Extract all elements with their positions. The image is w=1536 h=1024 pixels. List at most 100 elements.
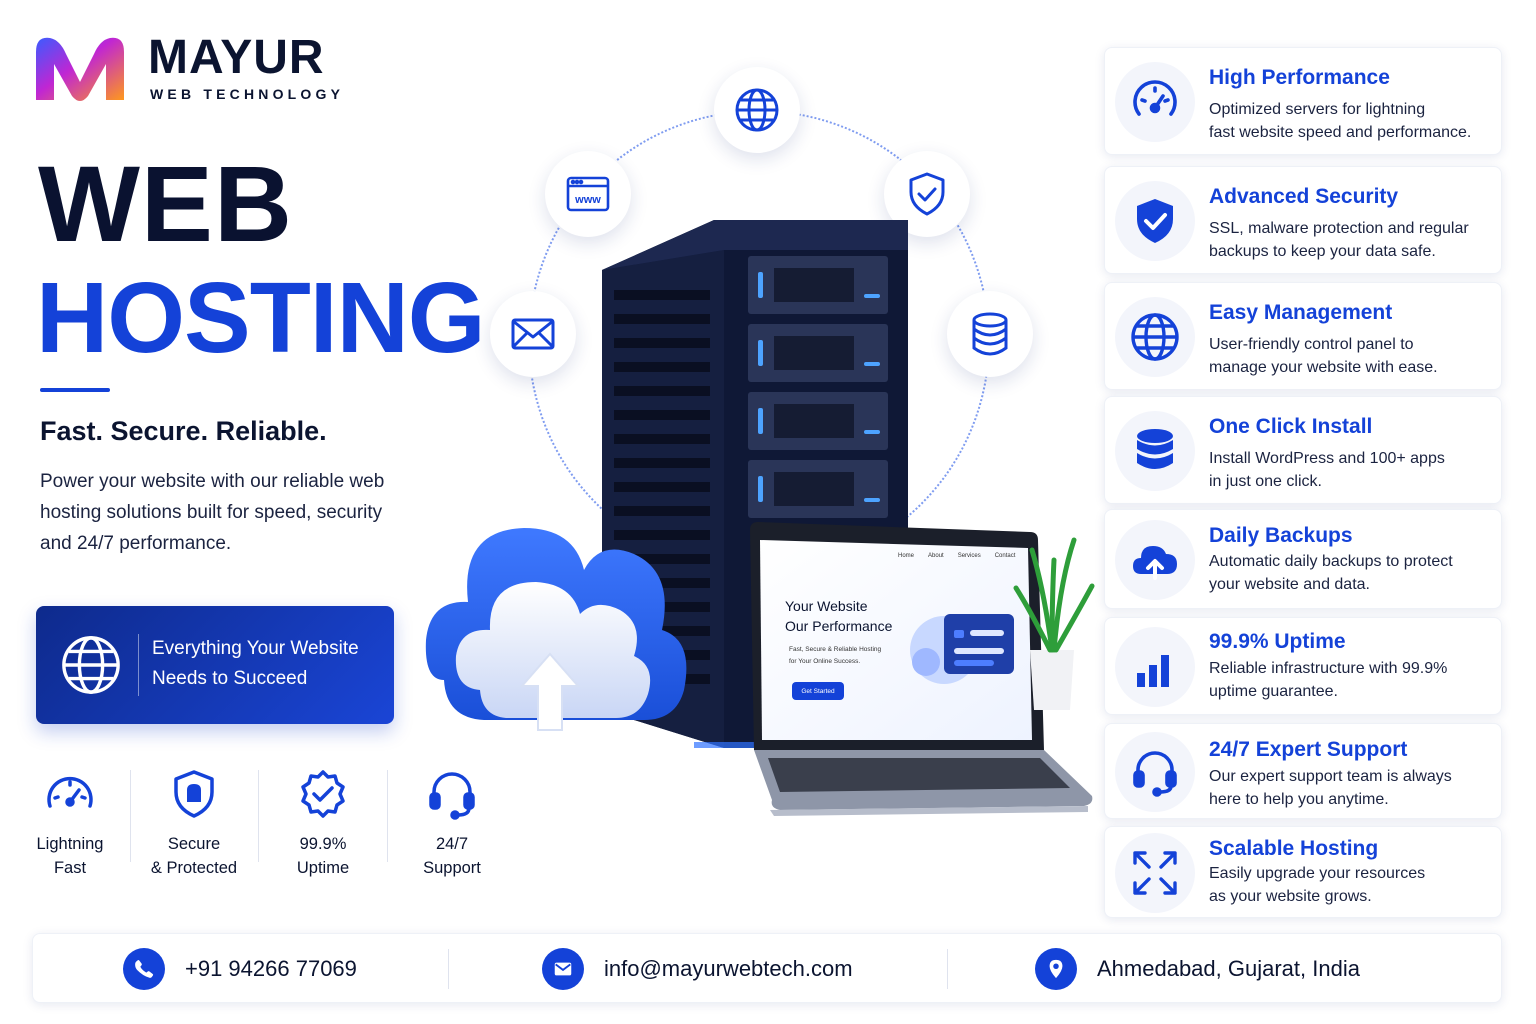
feature-card-performance: High Performance Optimized servers for l…	[1104, 47, 1502, 155]
mini-label-1: 99.9%	[299, 835, 347, 853]
cta-divider	[138, 634, 139, 696]
contact-email-text: info@mayurwebtech.com	[604, 956, 853, 981]
feature-title: Scalable Hosting	[1209, 837, 1379, 860]
contact-location-text: Ahmedabad, Gujarat, India	[1097, 956, 1360, 981]
feature-desc-line-1: Automatic daily backups to protect	[1209, 553, 1453, 570]
headset-icon	[1133, 751, 1177, 797]
mini-feature-lightning: Lightning Fast	[15, 768, 125, 880]
expand-icon	[1133, 851, 1177, 895]
feature-card-scalable: Scalable Hosting Easily upgrade your res…	[1104, 826, 1502, 918]
card-icon-wrap	[1115, 62, 1195, 142]
server-units	[748, 256, 888, 518]
mini-feature-uptime: 99.9% Uptime	[268, 768, 378, 880]
orbit-bubble-mail	[490, 291, 576, 377]
feature-card-uptime: 99.9% Uptime Reliable infrastructure wit…	[1104, 617, 1502, 715]
feature-desc-line-2: in just one click.	[1209, 473, 1322, 490]
card-icon-wrap	[1115, 833, 1195, 913]
feature-desc-line-2: here to help you anytime.	[1209, 791, 1389, 808]
feature-description: Automatic daily backups to protect your …	[1209, 550, 1494, 596]
feature-description: Easily upgrade your resources as your we…	[1209, 862, 1494, 908]
shield-check-icon	[1137, 199, 1173, 243]
card-icon-wrap	[1115, 520, 1195, 600]
feature-description: User-friendly control panel to manage yo…	[1209, 333, 1494, 379]
phone-icon	[135, 959, 154, 978]
mail-icon-wrap	[542, 948, 584, 990]
laptop-nav-about: About	[928, 553, 944, 559]
mini-label-2: Support	[423, 859, 481, 877]
feature-description: Install WordPress and 100+ apps in just …	[1209, 447, 1494, 493]
location-icon-wrap	[1035, 948, 1077, 990]
globe-icon	[1131, 313, 1179, 361]
mini-label-1: Lightning	[36, 835, 104, 853]
feature-title: Daily Backups	[1209, 524, 1353, 547]
contact-divider	[448, 949, 449, 989]
feature-desc-line-1: SSL, malware protection and regular	[1209, 220, 1469, 237]
cta-banner[interactable]: Everything Your Website Needs to Succeed	[36, 606, 394, 724]
mini-label-2: Uptime	[296, 859, 350, 877]
laptop-get-started-button: Get Started	[792, 682, 844, 700]
bar-chart-icon	[1137, 655, 1169, 687]
cta-line-2: Needs to Succeed	[152, 668, 308, 689]
feature-card-support: 24/7 Expert Support Our expert support t…	[1104, 723, 1502, 819]
card-icon-wrap	[1115, 732, 1195, 812]
card-icon-wrap	[1115, 411, 1195, 491]
feature-description: Reliable infrastructure with 99.9% uptim…	[1209, 657, 1494, 703]
database-icon	[1137, 429, 1173, 469]
brand-name: MAYUR	[148, 31, 325, 84]
phone-icon-wrap	[123, 948, 165, 990]
feature-desc-line-2: manage your website with ease.	[1209, 359, 1438, 376]
laptop-nav-home: Home	[898, 553, 915, 559]
mini-feature-secure: Secure & Protected	[139, 768, 249, 880]
mini-feature-support: 24/7 Support	[397, 768, 507, 880]
brand-subtitle: WEB TECHNOLOGY	[150, 86, 345, 102]
laptop-screen-sub: Fast, Secure & Reliable Hosting for Your…	[789, 644, 881, 668]
badge-check-icon	[301, 770, 345, 818]
orbit-bubble-globe	[714, 67, 800, 153]
plant-graphic	[1013, 537, 1095, 710]
card-icon-wrap	[1115, 627, 1195, 707]
speedometer-icon	[47, 776, 93, 808]
headline-hosting: HOSTING	[36, 262, 486, 374]
feature-card-security: Advanced Security SSL, malware protectio…	[1104, 166, 1502, 274]
feature-desc-line-1: Install WordPress and 100+ apps	[1209, 450, 1445, 467]
hero-description: Power your website with our reliable web…	[40, 471, 385, 554]
cta-text: Everything Your Website Needs to Succeed	[152, 634, 382, 694]
feature-card-management: Easy Management User-friendly control pa…	[1104, 282, 1502, 390]
contact-location[interactable]: Ahmedabad, Gujarat, India	[1035, 947, 1360, 991]
mini-divider	[387, 770, 388, 862]
globe-icon	[62, 636, 120, 694]
feature-title: One Click Install	[1209, 415, 1373, 438]
gauge-icon	[1133, 80, 1177, 116]
mail-icon	[511, 318, 555, 350]
contact-divider	[947, 949, 948, 989]
mini-label-1: Secure	[167, 835, 221, 853]
feature-title: Advanced Security	[1209, 185, 1399, 208]
feature-description: Optimized servers for lightning fast web…	[1209, 98, 1494, 144]
feature-title: Easy Management	[1209, 301, 1393, 324]
laptop-nav-contact: Contact	[994, 553, 1016, 559]
feature-title: High Performance	[1209, 66, 1390, 89]
orbit-bubble-www: www	[545, 151, 631, 237]
feature-title: 99.9% Uptime	[1209, 630, 1346, 653]
feature-desc-line-2: fast website speed and performance.	[1209, 124, 1472, 141]
globe-icon	[735, 88, 779, 132]
contact-email[interactable]: info@mayurwebtech.com	[542, 947, 853, 991]
headset-icon	[429, 772, 475, 820]
laptop-screen-nav: Home About Services Contact	[898, 553, 1015, 559]
mini-label-2: Fast	[53, 859, 87, 877]
laptop-heading-1: Your Website	[785, 598, 868, 614]
card-icon-wrap	[1115, 181, 1195, 261]
mail-icon	[554, 962, 572, 976]
feature-desc-line-1: Optimized servers for lightning	[1209, 101, 1426, 118]
feature-desc-line-2: as your website grows.	[1209, 888, 1372, 905]
contact-bar: +91 94266 77069 info@mayurwebtech.com Ah…	[32, 933, 1502, 1003]
feature-desc-line-2: your website and data.	[1209, 576, 1370, 593]
feature-desc-line-1: Easily upgrade your resources	[1209, 865, 1426, 882]
shield-check-icon	[909, 172, 945, 216]
feature-desc-line-2: uptime guarantee.	[1209, 683, 1338, 700]
database-icon	[972, 312, 1008, 356]
contact-phone[interactable]: +91 94266 77069	[123, 947, 357, 991]
mini-label-2: & Protected	[150, 859, 238, 877]
laptop-sub-1: Fast, Secure & Reliable Hosting	[789, 646, 882, 653]
svg-text:www: www	[574, 194, 601, 206]
